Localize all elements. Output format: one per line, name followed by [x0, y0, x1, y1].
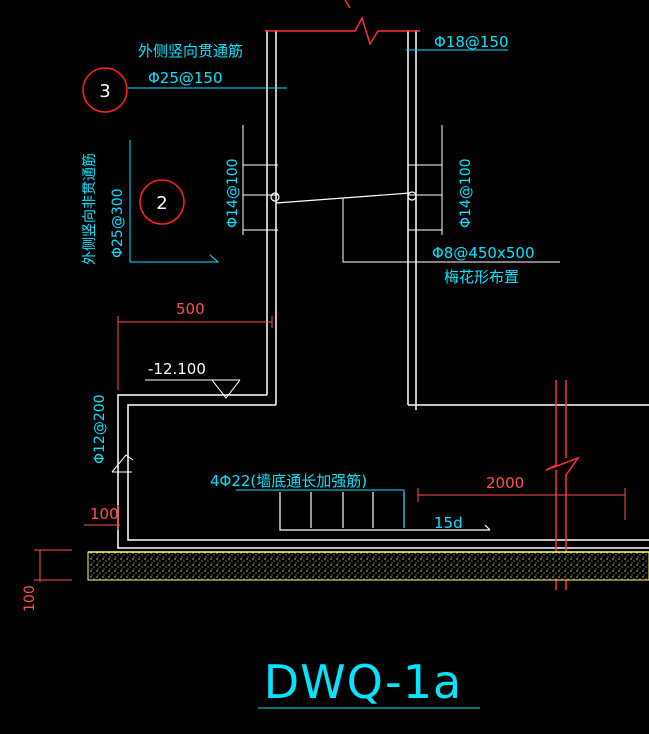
callout-leaders — [128, 49, 508, 528]
dim-2000-text: 2000 — [486, 474, 524, 492]
dim-100-h-text: 100 — [90, 505, 119, 523]
dim-100-v — [34, 549, 72, 582]
callout-2-text1: 外侧竖向非贯通筋 — [81, 153, 98, 265]
callout-2-number: 2 — [156, 193, 167, 214]
callout-3-text1: 外侧竖向贯通筋 — [138, 42, 243, 60]
dim-2000 — [417, 488, 626, 520]
drawing-title: DWQ-1a — [264, 655, 462, 709]
wall-outline — [266, 30, 417, 410]
tie-bar-label-1: Φ8@450x500 — [432, 244, 535, 262]
dim-500-text: 500 — [176, 300, 205, 318]
left-stirrup-label: Φ14@100 — [225, 158, 241, 228]
callout-3-text2: Φ25@150 — [148, 69, 223, 87]
callout-3-number: 3 — [99, 81, 110, 102]
callout-3-circle — [82, 67, 128, 113]
right-break-line — [545, 380, 581, 590]
callout-2-circle — [139, 179, 185, 225]
left-stirrup-ticks — [242, 125, 278, 235]
elevation-text: -12.100 — [148, 360, 206, 378]
anchor-length-label: 15d — [434, 514, 463, 532]
top-break-line — [265, 16, 420, 46]
left-bottom-rebar-label: Φ12@200 — [92, 394, 108, 464]
right-stirrup-ticks — [408, 125, 443, 235]
left-stirrup-symbol — [111, 454, 134, 473]
tie-bar-leader — [342, 198, 560, 263]
right-stirrup-label: Φ14@100 — [458, 158, 474, 228]
top-right-rebar-label: Φ18@150 — [434, 33, 509, 51]
dim-100-v-text: 100 — [22, 585, 38, 612]
cushion-layer — [87, 551, 649, 581]
bottom-bar-label: 4Φ22(墙底通长加强筋) — [210, 472, 367, 490]
callout-2-text2: Φ25@300 — [110, 188, 126, 258]
tie-bar-label-2: 梅花形布置 — [444, 268, 519, 286]
dim-500 — [117, 316, 273, 390]
elevation-marker — [145, 379, 241, 399]
dim-100-h — [84, 505, 120, 530]
